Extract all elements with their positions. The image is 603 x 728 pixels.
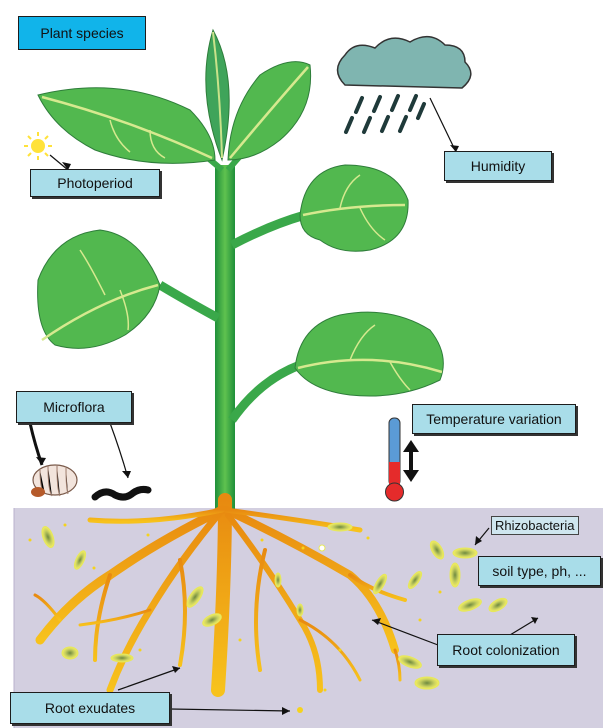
label-root-exudates: Root exudates bbox=[10, 692, 170, 724]
label-temperature-variation: Temperature variation bbox=[412, 404, 576, 434]
label-root-colonization: Root colonization bbox=[437, 634, 575, 666]
worm-icon bbox=[95, 489, 148, 497]
label-rhizobacteria: Rhizobacteria bbox=[491, 516, 579, 535]
temperature-arrow-icon bbox=[403, 440, 419, 482]
larva-icon bbox=[31, 465, 77, 497]
leaf-right-upper bbox=[300, 165, 408, 251]
stem bbox=[160, 140, 305, 510]
leaf-right-lower bbox=[295, 312, 443, 396]
label-soil-type: soil type, ph, ... bbox=[478, 556, 601, 586]
thermometer-icon bbox=[386, 418, 404, 501]
rain-cloud-icon bbox=[338, 37, 471, 132]
label-photoperiod: Photoperiod bbox=[30, 169, 160, 197]
label-humidity: Humidity bbox=[444, 151, 552, 181]
label-microflora: Microflora bbox=[16, 391, 132, 423]
sun-icon bbox=[24, 132, 52, 160]
leaf-left-middle bbox=[38, 230, 160, 348]
label-plant-species: Plant species bbox=[18, 16, 146, 50]
leaf-top-right bbox=[228, 62, 311, 160]
leaf-top-left bbox=[38, 88, 215, 164]
